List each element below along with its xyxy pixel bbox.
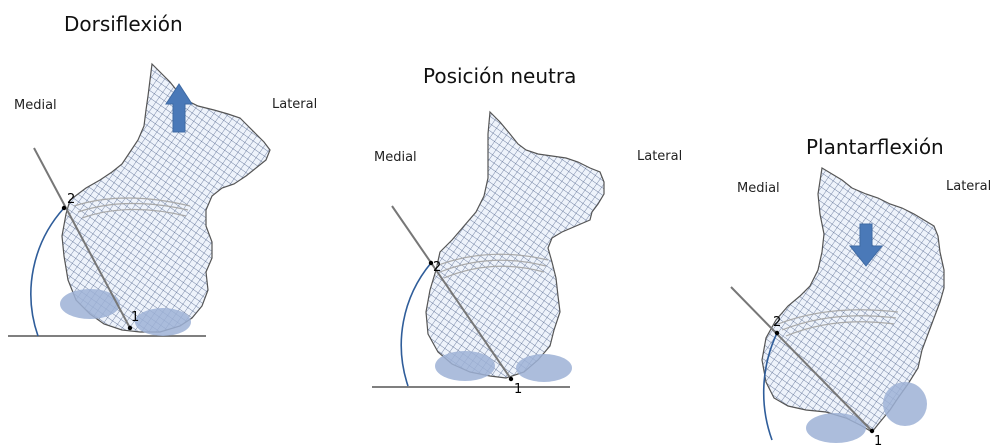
angle-arc	[762, 332, 778, 441]
angle-arc	[400, 262, 432, 387]
panel-title-plantarflexion: Plantarflexión	[806, 135, 944, 159]
articular-curves	[777, 309, 899, 337]
label-lateral-dorsiflexion: Lateral	[272, 97, 318, 112]
point-1-dot	[508, 376, 514, 382]
sesamoid-medial	[60, 289, 120, 319]
point-1-dot	[869, 428, 875, 434]
axis-line	[391, 205, 512, 380]
sesamoid-lateral	[883, 382, 927, 426]
sesamoid-medial	[806, 413, 866, 443]
panel-title-dorsiflexion: Dorsiflexión	[64, 12, 183, 36]
panel-title-neutral: Posición neutra	[423, 64, 577, 88]
label-medial-neutral: Medial	[374, 150, 417, 165]
label-lateral-neutral: Lateral	[637, 149, 683, 164]
point-1-label: 1	[874, 434, 882, 448]
point-2-dot	[428, 260, 434, 266]
panel-neutral: 1 2	[372, 110, 605, 397]
sesamoid-lateral	[516, 354, 572, 382]
angle-arc	[30, 207, 65, 337]
axis-line	[33, 147, 131, 329]
label-medial-dorsiflexion: Medial	[14, 98, 57, 113]
panel-dorsiflexion: 1 2	[8, 62, 271, 337]
panel-plantarflexion: 1 2	[730, 167, 945, 448]
axis-line	[730, 286, 873, 432]
sesamoid-medial	[435, 351, 495, 381]
articular-curves	[435, 253, 549, 279]
point-1-dot	[127, 325, 133, 331]
arrow-down-icon	[848, 223, 884, 267]
point-2-dot	[61, 205, 67, 211]
label-medial-plantarflexion: Medial	[737, 181, 780, 196]
articular-curves	[73, 197, 191, 219]
point-2-label: 2	[67, 192, 75, 207]
arrow-up-icon	[165, 83, 193, 133]
label-lateral-plantarflexion: Lateral	[946, 179, 992, 194]
bone-outline	[425, 110, 605, 379]
point-2-label: 2	[773, 315, 781, 330]
bone-outline	[61, 62, 271, 333]
point-2-dot	[774, 330, 780, 336]
sesamoid-lateral	[135, 308, 191, 336]
point-1-label: 1	[131, 310, 139, 325]
point-2-label: 2	[433, 260, 441, 275]
point-1-label: 1	[514, 382, 522, 397]
